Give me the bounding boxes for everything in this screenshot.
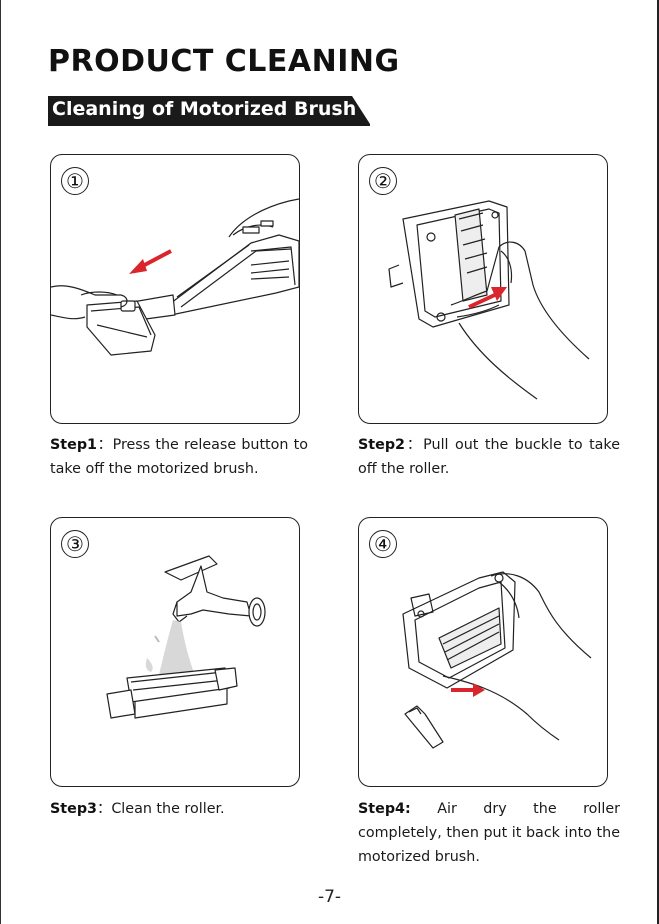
step1-separator: ： bbox=[97, 437, 113, 453]
step3-separator: ： bbox=[97, 801, 111, 817]
step3-illustration-panel: ③ bbox=[50, 517, 300, 787]
section-header: Cleaning of Motorized Brush bbox=[48, 96, 372, 126]
step1-illustration-panel: ① bbox=[50, 154, 300, 424]
step4-instruction: Step4: Air dry the roller completely, th… bbox=[358, 797, 620, 869]
page-edge-left bbox=[0, 0, 1, 924]
step3-instruction: Step3：Clean the roller. bbox=[50, 797, 308, 821]
section-title: Cleaning of Motorized Brush bbox=[52, 98, 356, 120]
step4-illustration-panel: ④ bbox=[358, 517, 608, 787]
faucet-wash-illustration bbox=[51, 518, 300, 787]
roller-removal-illustration bbox=[359, 155, 608, 424]
step3-label: Step3 bbox=[50, 801, 97, 817]
step1-instruction: Step1：Press the release button to take o… bbox=[50, 433, 308, 481]
step2-separator: ： bbox=[405, 437, 423, 453]
step4-separator bbox=[411, 801, 437, 817]
page-number: -7- bbox=[0, 887, 659, 907]
step2-label: Step2 bbox=[358, 437, 405, 453]
step2-illustration-panel: ② bbox=[358, 154, 608, 424]
step2-instruction: Step2：Pull out the buckle to take off th… bbox=[358, 433, 620, 481]
step4-label: Step4: bbox=[358, 801, 411, 817]
step1-label: Step1 bbox=[50, 437, 97, 453]
step3-text: Clean the roller. bbox=[111, 801, 224, 817]
vacuum-release-illustration bbox=[51, 155, 300, 424]
roller-reinsert-illustration bbox=[359, 518, 608, 787]
page-title: PRODUCT CLEANING bbox=[48, 44, 400, 79]
